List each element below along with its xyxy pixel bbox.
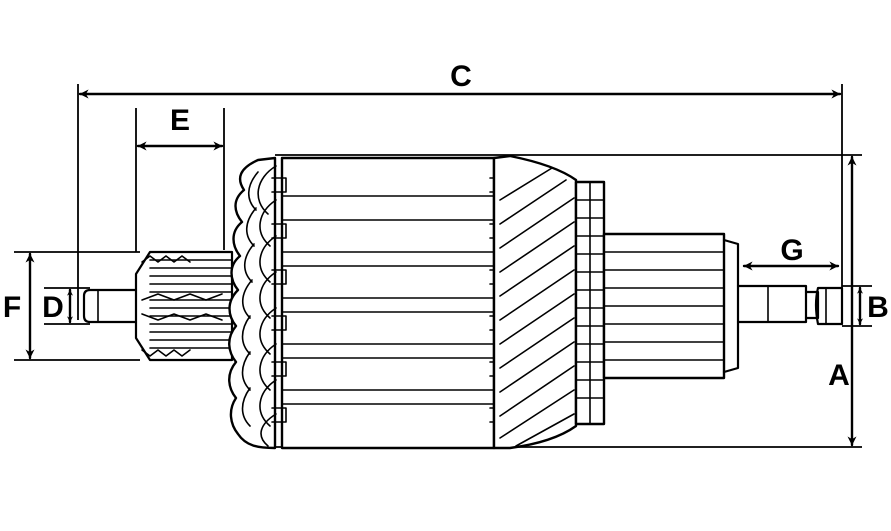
label-a: A xyxy=(828,359,850,392)
label-f: F xyxy=(3,291,21,324)
pinion-gear xyxy=(134,250,234,362)
label-d: D xyxy=(42,291,64,324)
dimension-labels: C E F D G B A xyxy=(3,60,889,392)
label-c: C xyxy=(450,60,472,93)
right-shaft xyxy=(736,284,844,326)
label-b: B xyxy=(867,291,889,324)
commutator xyxy=(574,180,740,426)
right-winding xyxy=(492,154,578,450)
label-g: G xyxy=(780,234,803,267)
label-e: E xyxy=(170,104,190,137)
armature-core xyxy=(271,156,505,450)
dimension-lines xyxy=(25,89,863,447)
left-winding xyxy=(228,156,277,450)
left-shaft xyxy=(82,288,138,324)
